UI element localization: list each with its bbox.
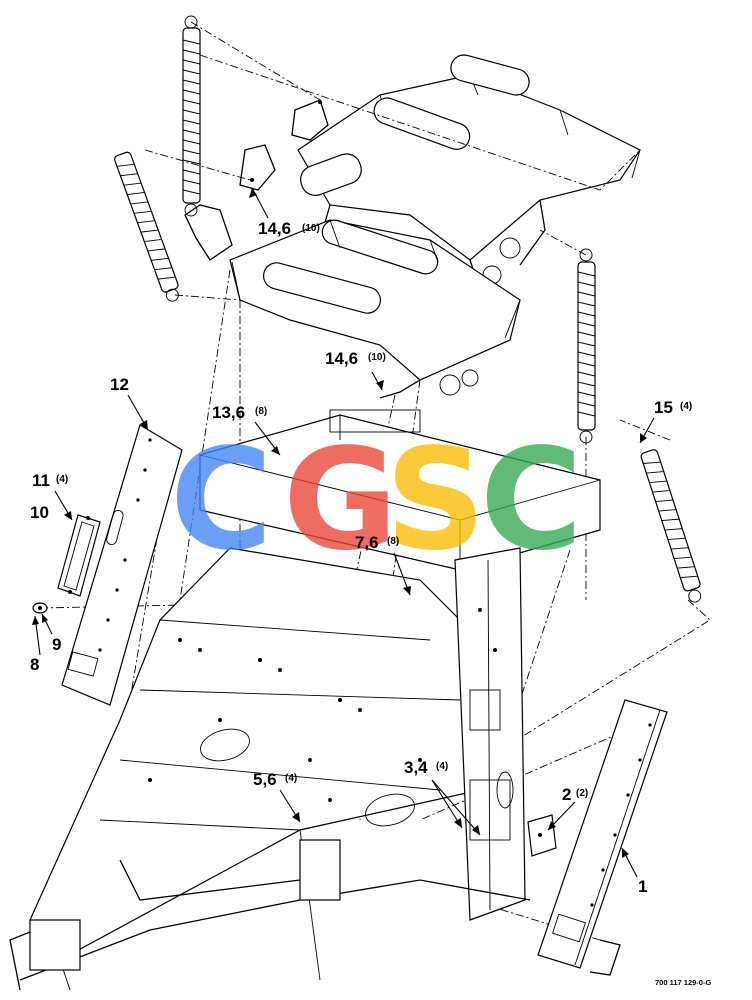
watermark-letter-1: C xyxy=(170,419,273,582)
watermark-letter-3: S xyxy=(385,419,486,582)
callout-7-6-qty: (8) xyxy=(387,536,399,547)
callout-8: 8 xyxy=(30,655,39,674)
part-10-strip xyxy=(57,514,101,597)
callout-1: 1 xyxy=(638,877,647,896)
callout-13-6-qty: (8) xyxy=(255,406,267,417)
callout-3-4-qty: (4) xyxy=(436,761,448,772)
spring-left-angled xyxy=(114,151,179,302)
upper-roller-frame xyxy=(184,54,641,399)
part-9-bolt xyxy=(32,602,48,614)
callout-5-6: 5,6 xyxy=(253,770,277,789)
callout-14-6-upper-qty: (10) xyxy=(302,223,320,234)
part-2-bracket xyxy=(527,814,557,857)
callout-11-qty: (4) xyxy=(56,474,68,485)
callout-10: 10 xyxy=(30,503,49,522)
callout-5-6-qty: (4) xyxy=(285,773,297,784)
spring-right-tall xyxy=(577,248,596,444)
spring-left-tall xyxy=(182,15,201,217)
leader-arrows xyxy=(32,187,655,878)
watermark: C G S C xyxy=(170,419,583,582)
callout-14-6-lower-qty: (10) xyxy=(368,352,386,363)
drawing-number: 700 117 129-0-G xyxy=(655,978,711,987)
callout-14-6-lower: 14,6 xyxy=(325,349,358,368)
callout-13-6: 13,6 xyxy=(212,403,245,422)
callout-2: 2 xyxy=(562,785,571,804)
callout-15: 15 xyxy=(654,398,673,417)
callout-11: 11 xyxy=(32,471,50,490)
watermark-letter-4: C xyxy=(480,419,583,582)
callout-labels: 14,6 (10) 14,6 (10) 12 13,6 (8) 15 (4) 1… xyxy=(30,219,692,896)
callout-7-6: 7,6 xyxy=(355,533,379,552)
part-12-side-panel xyxy=(61,424,183,706)
callout-12: 12 xyxy=(110,375,129,394)
callout-2-qty: (2) xyxy=(576,788,588,799)
spring-right-angled xyxy=(640,449,702,603)
part-1-side-panel xyxy=(537,699,668,976)
callout-9: 9 xyxy=(52,635,61,654)
watermark-letter-2: G xyxy=(283,419,398,582)
callout-15-qty: (4) xyxy=(680,401,692,412)
callout-14-6-upper: 14,6 xyxy=(258,219,291,238)
callout-3-4: 3,4 xyxy=(404,758,428,777)
